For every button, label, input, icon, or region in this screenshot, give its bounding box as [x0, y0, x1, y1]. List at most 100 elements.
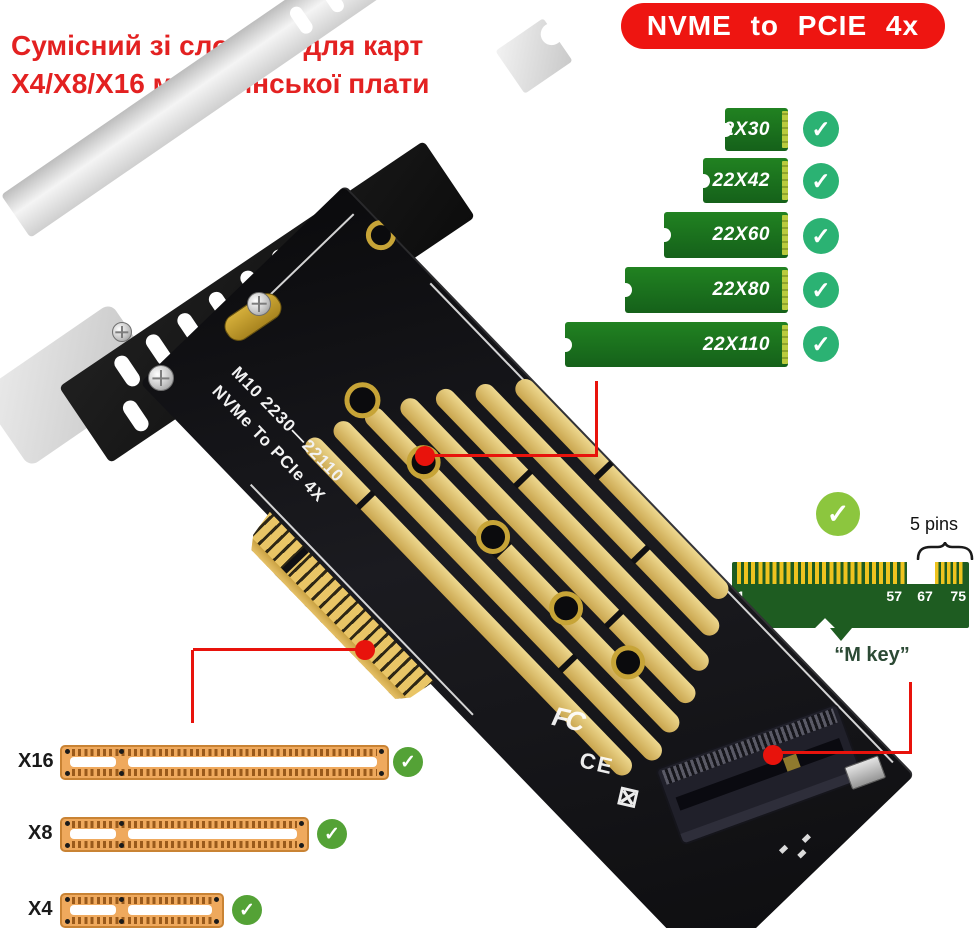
- bracket-screw-tab: [495, 18, 573, 94]
- ssd-notch: [559, 337, 572, 352]
- slot-pin-dot: [214, 897, 219, 902]
- screw: [112, 322, 132, 342]
- slot-opening: [70, 905, 116, 915]
- slot-pins: [72, 769, 377, 776]
- slot-pin-dot: [65, 749, 70, 754]
- check-icon: ✓: [803, 272, 839, 308]
- pcie-slot-x8: [60, 817, 309, 852]
- callout-line: [425, 454, 598, 457]
- solder-pad: [801, 833, 811, 843]
- ssd-size-label: 22X42: [712, 169, 770, 191]
- m2-socket-flange: [680, 769, 863, 844]
- weee-logo: ⊠: [614, 779, 643, 814]
- callout-line: [191, 650, 194, 723]
- slot-pin-dot: [299, 843, 304, 848]
- slot-pin-dot: [65, 919, 70, 924]
- stripe-gap: [355, 490, 376, 510]
- slot-pin-dot: [299, 821, 304, 826]
- brace-icon: [916, 542, 974, 560]
- slot-label-x4: X4: [28, 898, 53, 920]
- bracket-vent-hole: [318, 0, 347, 15]
- ssd-size-label: 22X30: [712, 118, 770, 140]
- thermal-pad-stripe: [396, 394, 700, 708]
- slot-opening: [70, 829, 116, 839]
- check-icon: ✓: [232, 895, 262, 925]
- stripe-gap: [593, 460, 614, 481]
- m2-key-gap: [907, 561, 935, 584]
- check-icon: ✓: [816, 492, 860, 536]
- m2-socket: [657, 705, 863, 844]
- pcie-slot-x16: [60, 745, 389, 780]
- callout-line: [595, 381, 598, 457]
- bracket-vent-hole: [287, 4, 316, 37]
- ssd-notch: [697, 173, 710, 188]
- slot-pin-dot: [119, 897, 124, 902]
- slot-pin-dot: [65, 821, 70, 826]
- nvme-to-pcie-badge: NVME to PCIE 4x: [621, 3, 945, 49]
- ssd-connector-edge: [782, 270, 788, 310]
- slot-opening: [128, 829, 297, 839]
- ssd-connector-edge: [782, 161, 788, 200]
- slot-pins: [72, 917, 212, 924]
- slot-label-x16: X16: [18, 750, 54, 772]
- callout-line: [773, 751, 912, 754]
- ssd-connector-edge: [782, 111, 788, 148]
- silkscreen-text: M10 2230—22110 NVMe To PCIe 4X: [206, 360, 352, 509]
- ssd-notch: [619, 283, 632, 297]
- check-icon: ✓: [803, 111, 839, 147]
- m2-edge-diagram: 1 57 67 75: [732, 561, 969, 641]
- ssd-notch: [658, 228, 671, 242]
- m2-pin-row: [737, 562, 907, 584]
- ssd-size-bar-2242: 22X42: [697, 158, 788, 203]
- check-icon: ✓: [803, 163, 839, 199]
- ssd-size-bar-2280: 22X80: [619, 267, 788, 313]
- ssd-size-label: 22X110: [702, 333, 770, 355]
- slot-pin-dot: [65, 771, 70, 776]
- callout-dot-edge-connector: [355, 640, 375, 660]
- slot-pin-dot: [119, 771, 124, 776]
- five-pins-label: 5 pins: [910, 514, 959, 534]
- slot-pin-dot: [119, 749, 124, 754]
- slot-pins: [72, 821, 297, 828]
- stripe-gap: [513, 468, 534, 489]
- slot-pins: [72, 897, 212, 904]
- check-icon: ✓: [803, 326, 839, 362]
- ssd-size-label: 22X60: [712, 224, 770, 245]
- check-icon: ✓: [803, 218, 839, 254]
- slot-pin-dot: [379, 749, 384, 754]
- slot-pin-dot: [65, 843, 70, 848]
- stripe-gap: [603, 609, 624, 629]
- callout-dot-m2-socket: [763, 745, 783, 765]
- solder-pad: [778, 844, 789, 854]
- ssd-size-bar-2230: 22X30: [713, 108, 788, 151]
- slot-label-x8: X8: [28, 822, 53, 844]
- check-icon: ✓: [317, 819, 347, 849]
- stripe-gap: [630, 544, 651, 565]
- slot-pins: [72, 841, 297, 848]
- m2-five-pin-group: [935, 562, 965, 584]
- check-icon: ✓: [393, 747, 423, 777]
- ssd-notch: [719, 122, 732, 137]
- screw: [148, 365, 174, 391]
- solder-pad: [797, 849, 807, 859]
- ssd-connector-edge: [782, 215, 788, 255]
- slot-pin-dot: [119, 821, 124, 826]
- slot-pin-dot: [119, 843, 124, 848]
- pin-number: 67: [917, 588, 933, 604]
- pcie-slot-x4: [60, 893, 224, 928]
- screw: [247, 292, 271, 316]
- slot-pin-dot: [65, 897, 70, 902]
- slot-pin-dot: [379, 771, 384, 776]
- slot-pin-dot: [119, 919, 124, 924]
- slot-opening: [70, 757, 116, 767]
- slot-pin-dot: [214, 919, 219, 924]
- key-pointer: [830, 628, 852, 641]
- slot-opening: [128, 757, 377, 767]
- callout-line: [909, 682, 912, 754]
- callout-line: [193, 648, 365, 651]
- stripe-gap: [557, 653, 578, 674]
- ssd-connector-edge: [782, 325, 788, 364]
- pin-number: 57: [886, 588, 902, 604]
- slot-opening: [128, 905, 212, 915]
- m-key-label: “M key”: [834, 644, 910, 666]
